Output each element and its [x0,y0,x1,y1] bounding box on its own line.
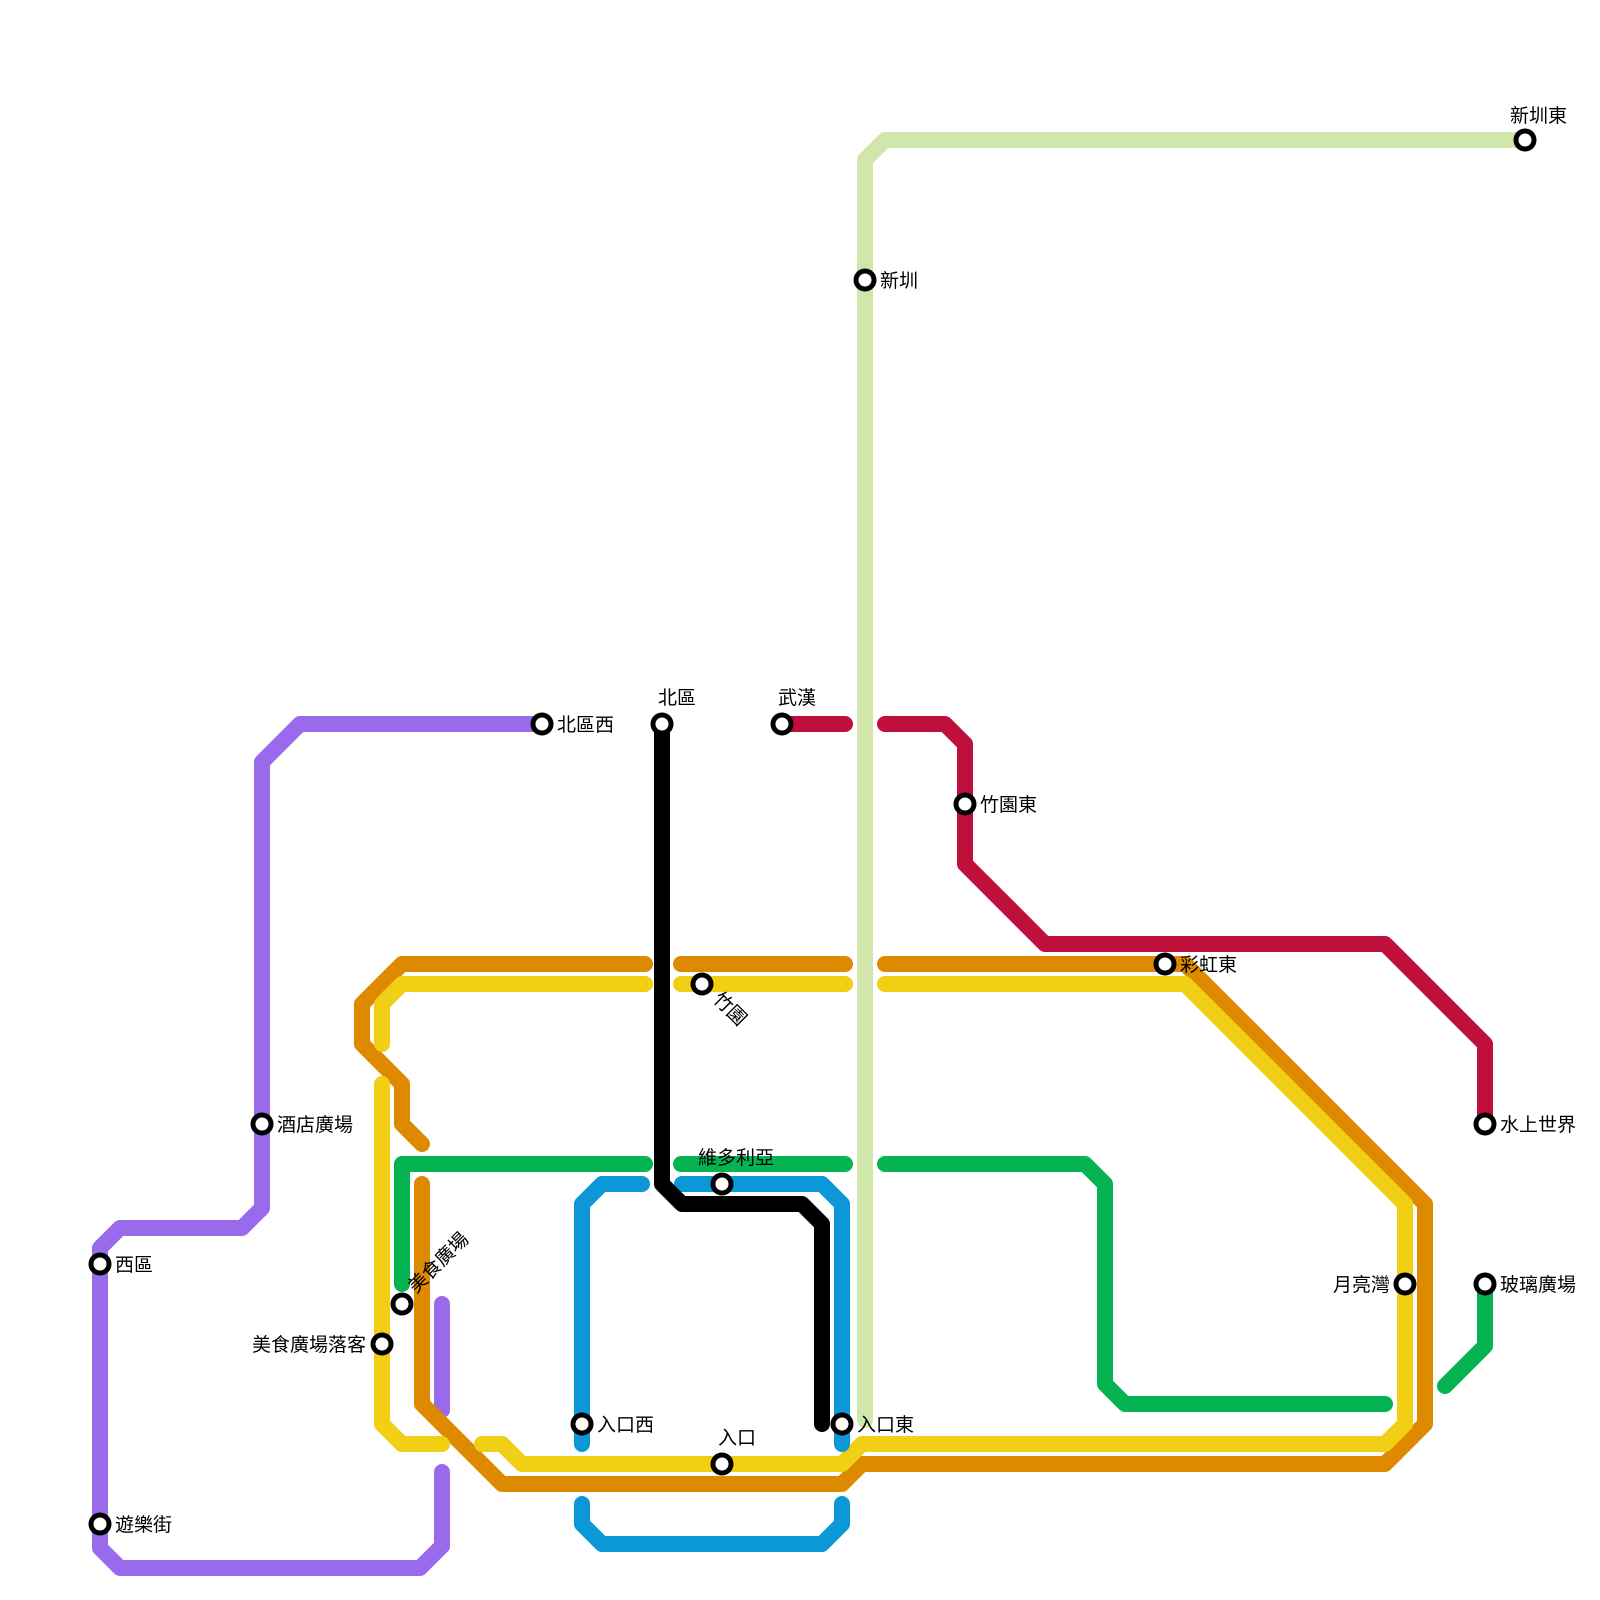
line-purple [92,716,550,1576]
station-label: 西區 [115,1255,153,1276]
station-mei-shi-guang-chang-luo-ke[interactable]: 美食廣場落客 [252,1332,394,1356]
station-label: 彩虹東 [1180,954,1237,976]
station-label: 竹園 [708,988,750,1030]
station-label: 水上世界 [1500,1114,1576,1136]
station-label: 入口東 [857,1414,914,1436]
station-marker[interactable] [1153,952,1177,976]
station-marker[interactable] [570,1412,594,1436]
station-cai-hong-dong[interactable]: 彩虹東 [1153,952,1237,976]
station-marker[interactable] [1473,1272,1497,1296]
station-shui-shang-shi-jie[interactable]: 水上世界 [1473,1112,1576,1136]
station-ru-kou-dong[interactable]: 入口東 [830,1412,914,1436]
station-xin-zhen-dong[interactable]: 新圳東 [1510,105,1567,152]
station-bei-qu[interactable]: 北區 [650,687,696,736]
station-marker[interactable] [530,712,554,736]
station-marker[interactable] [390,1292,414,1316]
station-label: 武漢 [778,687,816,709]
station-marker[interactable] [690,972,714,996]
line-orange [354,956,1433,1492]
station-label: 新圳 [880,270,918,292]
station-marker[interactable] [830,1412,854,1436]
station-marker[interactable] [853,268,877,292]
station-marker[interactable] [88,1512,112,1536]
station-label: 竹園東 [980,794,1037,816]
station-label: 遊樂街 [115,1514,172,1536]
line-yellow [374,976,1413,1472]
station-bei-qu-xi[interactable]: 北區西 [530,712,614,736]
station-wei-duo-li-ya[interactable]: 維多利亞 [698,1147,774,1196]
line-green [394,1156,1493,1412]
line-blue [574,1176,850,1552]
station-label: 美食廣場落客 [252,1334,366,1356]
line-black [654,716,830,1432]
line-lightgreen [857,132,1533,1428]
station-ru-kou[interactable]: 入口 [710,1428,756,1476]
station-label: 月亮灣 [1333,1274,1390,1296]
station-marker[interactable] [953,792,977,816]
station-marker[interactable] [710,1172,734,1196]
station-yue-liang-wan[interactable]: 月亮灣 [1333,1272,1417,1296]
station-label: 北區 [658,687,696,709]
station-label: 玻璃廣場 [1500,1274,1576,1296]
station-wu-han[interactable]: 武漢 [770,687,816,736]
station-xin-zhen[interactable]: 新圳 [853,268,918,292]
station-you-le-jie[interactable]: 遊樂街 [88,1512,172,1536]
station-marker[interactable] [710,1452,734,1476]
station-ru-kou-xi[interactable]: 入口西 [570,1412,654,1436]
station-marker[interactable] [370,1332,394,1356]
station-marker[interactable] [88,1252,112,1276]
station-marker[interactable] [650,712,674,736]
station-label: 北區西 [557,714,614,736]
station-xi-qu[interactable]: 西區 [88,1252,153,1276]
station-bo-li-guang-chang[interactable]: 玻璃廣場 [1473,1272,1576,1296]
station-label: 酒店廣場 [277,1114,353,1136]
station-label: 入口 [718,1428,756,1449]
station-marker[interactable] [250,1112,274,1136]
station-marker[interactable] [1473,1112,1497,1136]
station-label: 新圳東 [1510,105,1567,127]
station-zhu-yuan-dong[interactable]: 竹園東 [953,792,1037,816]
station-label: 維多利亞 [698,1147,774,1169]
station-marker[interactable] [770,712,794,736]
line-red [774,716,1493,1132]
station-jiu-dian-guang-chang[interactable]: 酒店廣場 [250,1112,353,1136]
station-marker[interactable] [1513,128,1537,152]
station-label: 入口西 [597,1415,654,1436]
station-marker[interactable] [1393,1272,1417,1296]
